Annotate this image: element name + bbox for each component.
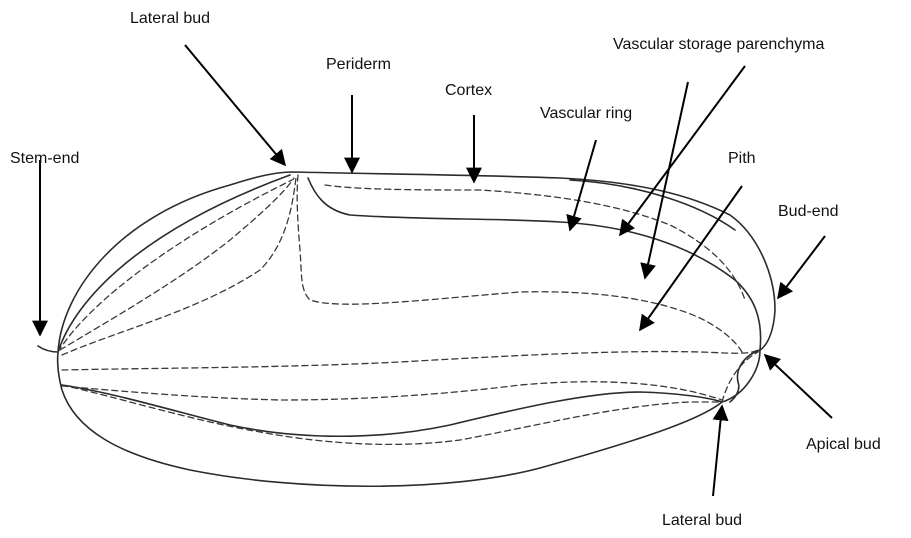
- vascular-ring-lower-2: [62, 382, 722, 400]
- periderm-texture: [570, 180, 735, 230]
- pith-line: [62, 350, 758, 370]
- left-inner-boundary: [58, 175, 290, 352]
- arrow-lateral-bud-bottom: [713, 406, 722, 496]
- label-lateral-bud-bottom: Lateral bud: [662, 512, 742, 530]
- arrow-bud-end: [778, 236, 825, 298]
- label-bud-end: Bud-end: [778, 203, 839, 221]
- arrow-apical-bud: [765, 355, 832, 418]
- label-apical-bud: Apical bud: [806, 436, 881, 454]
- tuber-outline: [58, 172, 775, 486]
- arrow-pith: [640, 186, 742, 330]
- label-pith: Pith: [728, 150, 756, 168]
- label-lateral-bud-top: Lateral bud: [130, 10, 210, 28]
- cortex-inner-boundary: [308, 178, 761, 350]
- arrow-lateral-bud-top: [185, 45, 285, 165]
- arrow-vascular-ring: [570, 140, 596, 230]
- label-vascular-storage-parenchyma: Vascular storage parenchyma: [613, 36, 824, 54]
- label-cortex: Cortex: [445, 82, 492, 100]
- label-vascular-ring: Vascular ring: [540, 105, 632, 123]
- label-stem-end: Stem-end: [10, 150, 79, 168]
- vascular-ring-top: [297, 175, 742, 352]
- stem-tail: [38, 346, 58, 352]
- label-periderm: Periderm: [326, 56, 391, 74]
- apical-bud-shape: [730, 350, 760, 402]
